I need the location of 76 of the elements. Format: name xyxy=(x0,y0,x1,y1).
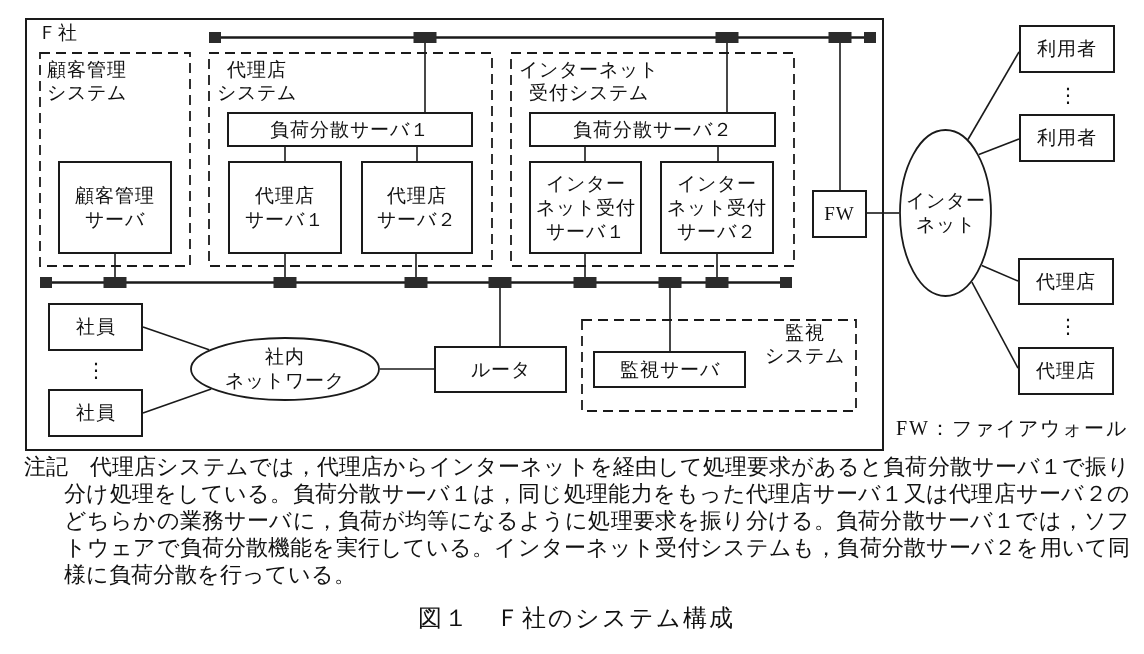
agency-box xyxy=(1018,347,1114,395)
vertical-ellipsis: ⋮ xyxy=(86,357,106,383)
connection-line xyxy=(584,146,586,162)
connection-line xyxy=(416,146,418,162)
network-label: インターネット xyxy=(905,189,986,237)
server-box xyxy=(529,161,642,254)
firewall-label: FW xyxy=(824,202,855,226)
employee-box xyxy=(48,389,143,437)
connection-line xyxy=(284,146,286,162)
connection-line xyxy=(142,326,210,351)
note-text: 注記 代理店システムでは，代理店からインターネットを経由して処理要求があると負荷分散サーバ１で振り分け処理をしている。負荷分散サーバ１は，同じ処理能力をもった代理店サーバ１又は代理店サーバ２のどちらかの業務サーバに，負荷が均等になるように処理要求を振り分ける。負荷分散サーバ１では，ソフトウェアで負荷分散機能を実行している。インターネット受付システムも，負荷分散サーバ２を用いて同様に負荷分散を行っている。 xyxy=(24,453,1130,588)
system-group-box xyxy=(581,319,857,412)
connection-line xyxy=(839,42,841,191)
server-box xyxy=(58,161,172,254)
connection-line xyxy=(971,281,1019,369)
user-label: 利用者 xyxy=(1037,126,1097,150)
server-label: 代理店サーバ２ xyxy=(377,183,457,232)
server-box xyxy=(361,161,473,254)
server-label: 代理店サーバ１ xyxy=(245,183,325,232)
company-boundary-box xyxy=(25,18,884,451)
server-label: インターネット受付サーバ２ xyxy=(667,171,767,244)
connection-line xyxy=(424,42,426,113)
agency-label: 代理店 xyxy=(1036,269,1096,294)
abbreviation-note: FW：ファイアウォール xyxy=(896,416,1128,440)
firewall-box xyxy=(812,190,867,238)
connection-line xyxy=(284,253,286,278)
server-label: インターネット受付サーバ１ xyxy=(535,171,636,244)
system-group-box xyxy=(510,52,795,267)
employee-label: 社員 xyxy=(75,401,116,425)
connection-line xyxy=(716,253,718,278)
lan-bus xyxy=(40,277,792,288)
connection-line xyxy=(967,51,1020,141)
router-label: ルータ xyxy=(470,357,531,382)
figure-caption: 図１ Ｆ社のシステム構成 xyxy=(418,603,735,633)
server-label: 顧客管理サーバ xyxy=(75,183,155,232)
network-ellipse xyxy=(190,337,380,401)
company-label: Ｆ社 xyxy=(38,21,78,44)
connection-line xyxy=(978,138,1020,156)
internet-ellipse xyxy=(899,129,992,297)
agency-label: 代理店 xyxy=(1036,359,1096,383)
load-balancer-box xyxy=(227,112,473,147)
server-label: 監視サーバ xyxy=(619,357,720,382)
connection-line xyxy=(981,264,1019,282)
connection-line xyxy=(584,253,586,278)
system-label: 顧客管理システム xyxy=(47,58,127,104)
employee-box xyxy=(48,303,143,351)
system-label: 監視システム xyxy=(765,321,845,367)
router-box xyxy=(434,346,567,393)
system-label: インターネット受付システム xyxy=(519,58,659,104)
server-box xyxy=(593,351,746,388)
load-balancer-box xyxy=(529,112,776,147)
system-group-box xyxy=(208,52,493,267)
connection-line xyxy=(114,253,116,278)
network-label: 社内ネットワーク xyxy=(225,345,345,393)
connection-line xyxy=(499,287,501,347)
lan-bus xyxy=(209,32,876,43)
connection-line xyxy=(379,368,435,370)
connection-line xyxy=(726,42,728,113)
user-label: 利用者 xyxy=(1037,37,1097,61)
connection-line xyxy=(142,388,212,414)
user-box xyxy=(1019,114,1115,162)
server-box xyxy=(228,161,342,254)
server-box xyxy=(660,161,774,254)
vertical-ellipsis: ⋮ xyxy=(1058,313,1078,339)
connection-line xyxy=(415,253,417,278)
vertical-ellipsis: ⋮ xyxy=(1058,82,1078,108)
connection-line xyxy=(717,146,719,162)
connection-line xyxy=(669,287,671,352)
connection-line xyxy=(866,212,900,214)
system-group-box xyxy=(39,52,191,267)
user-box xyxy=(1019,25,1115,73)
load-balancer-label: 負荷分散サーバ２ xyxy=(572,117,733,142)
system-label: 代理店システム xyxy=(217,58,297,104)
load-balancer-label: 負荷分散サーバ１ xyxy=(270,117,430,142)
agency-box xyxy=(1018,258,1114,305)
employee-label: 社員 xyxy=(75,315,116,339)
